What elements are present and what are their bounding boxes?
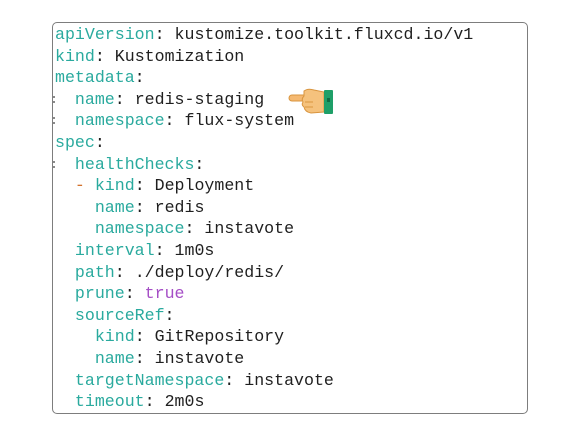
code-line: name: redis-staging	[74, 89, 265, 109]
code-line: prune: true	[74, 284, 185, 304]
gutter-mark	[53, 95, 57, 103]
yaml-value: ./deploy/redis/	[134, 262, 285, 282]
code-line: name: instavote	[94, 348, 245, 368]
code-line: name: redis	[94, 197, 205, 217]
yaml-value: kustomize.toolkit.fluxcd.io/v1	[174, 25, 474, 44]
yaml-key: kind	[55, 46, 95, 66]
yaml-value: instavote	[154, 348, 245, 368]
yaml-code-editor[interactable]: apiVersion: kustomize.toolkit.fluxcd.io/…	[52, 22, 528, 414]
yaml-key: name	[94, 197, 135, 217]
list-dash: -	[74, 176, 95, 196]
yaml-key: path	[74, 262, 115, 282]
yaml-key: metadata	[55, 68, 135, 88]
code-line: namespace: flux-system	[74, 111, 295, 131]
code-line: healthChecks:	[74, 154, 205, 174]
yaml-key: kind	[94, 176, 135, 196]
code-line: spec:	[55, 132, 105, 152]
pointing-hand-icon	[288, 88, 333, 114]
yaml-value: flux-system	[184, 111, 295, 131]
yaml-key: timeout	[74, 392, 145, 412]
yaml-value: 1m0s	[174, 240, 215, 260]
yaml-key: sourceRef	[74, 305, 165, 325]
code-content[interactable]: apiVersion: kustomize.toolkit.fluxcd.io/…	[55, 24, 473, 413]
gutter-mark	[53, 160, 57, 168]
yaml-key: namespace	[74, 111, 165, 131]
yaml-key: interval	[74, 240, 155, 260]
code-line: - kind: Deployment	[74, 176, 255, 196]
yaml-key: prune	[74, 284, 125, 304]
code-line: metadata:	[55, 68, 145, 88]
yaml-key: apiVersion	[55, 25, 155, 44]
gutter-mark	[53, 117, 57, 125]
yaml-key: spec	[55, 132, 95, 152]
yaml-key: namespace	[94, 219, 185, 239]
yaml-value: instavote	[244, 370, 334, 390]
yaml-value: instavote	[204, 219, 295, 239]
code-line: apiVersion: kustomize.toolkit.fluxcd.io/…	[55, 25, 474, 44]
yaml-value: Deployment	[154, 176, 255, 196]
yaml-value: redis	[154, 197, 205, 217]
yaml-value: true	[144, 284, 185, 304]
code-line: sourceRef:	[74, 305, 175, 325]
yaml-key: targetNamespace	[74, 370, 225, 390]
code-line: targetNamespace: instavote	[74, 370, 334, 390]
yaml-value: GitRepository	[154, 327, 285, 347]
code-line: timeout: 2m0s	[74, 392, 205, 412]
code-line: interval: 1m0s	[74, 240, 215, 260]
yaml-value: 2m0s	[164, 392, 205, 412]
yaml-key: name	[94, 348, 135, 368]
code-line: kind: GitRepository	[94, 327, 285, 347]
code-line: kind: Kustomization	[55, 46, 245, 66]
yaml-value: Kustomization	[114, 46, 245, 66]
code-line: path: ./deploy/redis/	[74, 262, 285, 282]
yaml-value: redis-staging	[134, 89, 265, 109]
code-line: namespace: instavote	[94, 219, 295, 239]
yaml-key: name	[74, 89, 115, 109]
yaml-key: healthChecks	[74, 154, 195, 174]
yaml-key: kind	[94, 327, 135, 347]
